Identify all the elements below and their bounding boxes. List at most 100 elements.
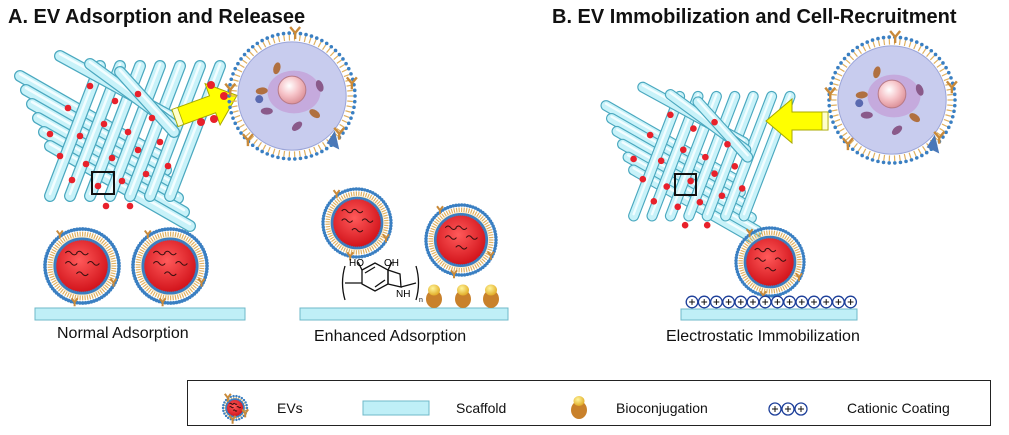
- enhanced-adsorption-label: Enhanced Adsorption: [314, 328, 467, 345]
- scaffold-strip-normal: [34, 307, 246, 321]
- ev-dot: [111, 97, 119, 105]
- cation-bead: [746, 295, 760, 309]
- cation-bead: [758, 295, 772, 309]
- ev-dot: [94, 182, 102, 190]
- ev-dot: [102, 202, 110, 210]
- cation-bead: [734, 295, 748, 309]
- ev-dot: [711, 170, 718, 177]
- ev-dot: [118, 177, 126, 185]
- ev-dot: [148, 114, 156, 122]
- ev-dot: [142, 170, 150, 178]
- cation-bead: [795, 295, 809, 309]
- ev-particle: [734, 226, 806, 300]
- zoom-box-b: [674, 173, 697, 196]
- ev-dot: [703, 221, 711, 229]
- scaffold-fiber: [124, 60, 186, 202]
- ev-particle: [43, 227, 121, 307]
- legend-cationic-icon: [768, 402, 808, 416]
- electrostatic-immobilization-label: Electrostatic Immobilization: [666, 328, 860, 345]
- ev-dot: [650, 197, 658, 205]
- chem-nh-label: NH: [396, 289, 410, 300]
- ev-dot: [76, 132, 84, 140]
- bioconjugation-bead: [455, 284, 471, 308]
- ev-dot: [646, 131, 654, 139]
- cation-bead: [844, 295, 858, 309]
- scaffold-mesh-a: [14, 50, 226, 232]
- cation-bead: [768, 402, 782, 416]
- ev-dot: [100, 120, 108, 128]
- ev-dot: [731, 163, 739, 170]
- ev-group: [43, 187, 806, 307]
- ev-dot: [86, 82, 94, 90]
- ev-dot: [134, 146, 142, 154]
- scaffold-strip-electrostatic: [680, 308, 858, 321]
- legend-cationic-label: Cationic Coating: [847, 400, 950, 416]
- bioconjugation-bead: [483, 284, 499, 308]
- scaffold-fiber: [114, 66, 180, 138]
- released-ev-dot: [210, 115, 218, 123]
- cation-bead: [794, 402, 808, 416]
- ev-dot: [681, 221, 689, 229]
- released-ev-dot: [220, 92, 228, 100]
- chem-oh-label: OH: [384, 258, 399, 269]
- cation-bead: [783, 295, 797, 309]
- cation-bead: [722, 295, 736, 309]
- ev-dot: [667, 111, 674, 119]
- released-ev-dot: [207, 81, 215, 89]
- cationic-coating-row: [685, 295, 858, 309]
- ev-dot: [663, 183, 671, 190]
- legend-bioconjugation-icon: [571, 396, 587, 419]
- ev-dot: [690, 125, 697, 132]
- ev-dot: [696, 198, 704, 206]
- ev-dot: [156, 138, 164, 146]
- ev-dot: [46, 130, 54, 138]
- ev-dot: [679, 146, 687, 154]
- cation-bead: [831, 295, 845, 309]
- ev-dot: [108, 154, 116, 162]
- legend-scaffold-icon: [362, 400, 430, 416]
- chem-n-label: n: [419, 297, 423, 304]
- polydopamine-structure: [341, 261, 420, 301]
- scaffold-fiber: [26, 98, 178, 190]
- scaffold-fiber: [701, 90, 759, 222]
- cation-bead: [685, 295, 699, 309]
- ev-dot: [126, 202, 134, 210]
- ev-particle: [221, 393, 249, 424]
- ev-dot: [56, 152, 64, 160]
- ev-dot: [718, 192, 726, 200]
- scaffold-mesh-b: [600, 81, 796, 250]
- scaffold-fiber: [611, 125, 752, 211]
- chem-ho-label: HO: [349, 258, 364, 269]
- ev-particle: [131, 227, 209, 307]
- ev-dot: [124, 128, 132, 136]
- ev-particle: [424, 203, 498, 279]
- normal-adsorption-label: Normal Adsorption: [57, 325, 189, 342]
- ev-particle: [321, 187, 393, 261]
- ev-dot: [64, 104, 72, 112]
- ev-dot: [657, 157, 665, 165]
- scaffold-fiber: [104, 60, 166, 202]
- cation-bead: [697, 295, 711, 309]
- cation-bead: [770, 295, 784, 309]
- legend-ev-icon: [221, 393, 249, 424]
- zoom-box-a: [91, 171, 115, 195]
- panel-b-title: B. EV Immobilization and Cell-Recruitmen…: [552, 6, 957, 28]
- ev-dot: [164, 162, 172, 170]
- recruitment-arrow: [765, 97, 829, 145]
- released-ev-dot: [197, 118, 205, 126]
- scaffold-strip-enhanced: [299, 307, 509, 321]
- ev-dot: [82, 160, 90, 168]
- panel-a-title: A. EV Adsorption and Releasee: [8, 6, 306, 28]
- cation-bead: [819, 295, 833, 309]
- ev-dot: [711, 118, 718, 126]
- ev-dot: [639, 175, 647, 183]
- ev-dot: [687, 177, 694, 185]
- legend-box: [187, 380, 991, 426]
- cation-bead: [807, 295, 821, 309]
- cell-a: [224, 26, 358, 161]
- cation-bead: [709, 295, 723, 309]
- ev-dot: [630, 155, 637, 163]
- ev-dot: [724, 140, 731, 148]
- ev-dot: [738, 185, 746, 192]
